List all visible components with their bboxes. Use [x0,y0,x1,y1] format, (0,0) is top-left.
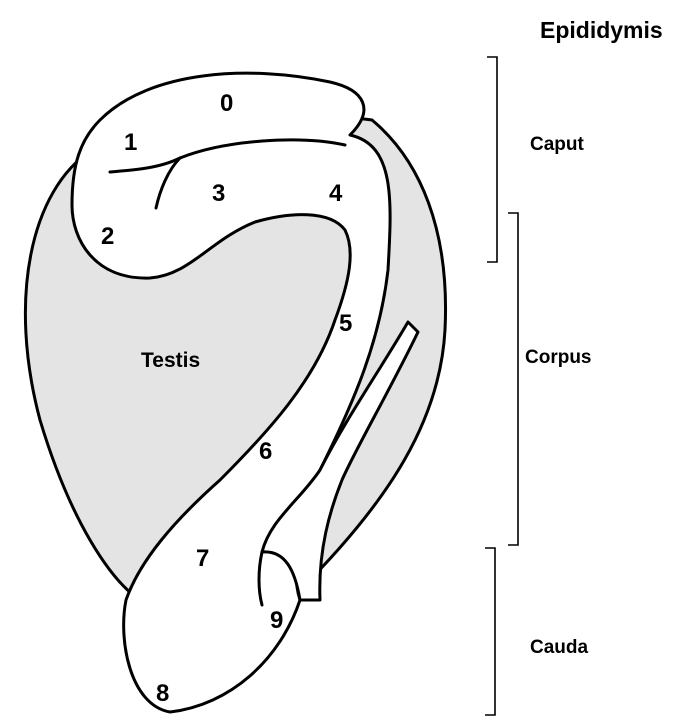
testis-label: Testis [141,349,200,372]
segment-label-4: 4 [329,180,343,207]
segment-label-8: 8 [156,680,169,707]
segment-label-1: 1 [124,129,137,156]
segment-label-6: 6 [259,438,272,465]
segment-label-9: 9 [270,607,283,634]
bracket-corpus [508,213,518,545]
segment-label-0: 0 [220,90,233,117]
segment-label-3: 3 [212,180,225,207]
segment-label-2: 2 [101,223,114,250]
region-label-corpus: Corpus [525,347,592,368]
segment-label-5: 5 [339,310,352,337]
diagram-title: Epididymis [540,17,663,43]
bracket-caput [487,57,497,262]
region-label-cauda: Cauda [530,637,589,658]
segment-label-7: 7 [196,545,209,572]
bracket-cauda [485,548,495,715]
region-label-caput: Caput [530,134,585,155]
